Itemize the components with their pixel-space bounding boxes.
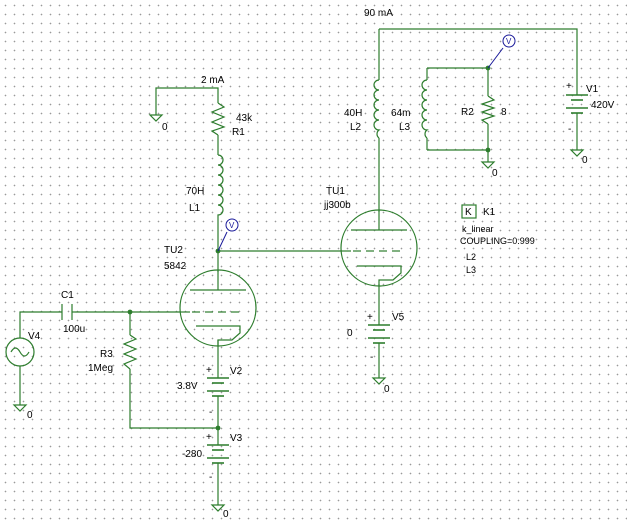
resistor-r2[interactable] [480,95,496,125]
v5-ref: V5 [392,312,405,323]
probe-v-label: V [506,37,512,46]
wires [19,28,578,505]
battery-v5[interactable] [368,324,390,350]
wire-top-supply [379,28,578,95]
r2-value: 8 [501,107,507,118]
wire-secondary-bottom [427,124,489,151]
resistor-r1[interactable] [210,102,226,136]
v5-value: 0 [347,328,353,339]
k1-inductor-2: L3 [466,265,476,275]
voltage-probe-output[interactable]: V [487,34,516,69]
ground-icon [210,504,226,512]
inductor-l3[interactable] [421,79,429,139]
l3-value: 64m [391,108,410,119]
ground-icon [12,404,28,412]
v2-minus: - [209,407,212,418]
tu2-ref: TU2 [164,245,183,256]
junction-dot [485,147,491,153]
v1-ref: V1 [586,84,599,95]
wire-r3-bottom [129,369,218,429]
r1-value: 43k [236,113,253,124]
current-label-tu1: 90 mA [364,8,393,19]
battery-v2[interactable] [207,377,229,406]
v1-value: 420V [591,100,615,111]
k1-coupling: COUPLING=0.999 [460,236,535,246]
wire-input [19,311,62,338]
v5-minus: - [370,352,373,363]
v3-value: -280 [182,449,202,460]
inductor-l2[interactable] [373,79,381,139]
v3-ref: V3 [230,433,243,444]
coupling-k1[interactable]: K [461,204,477,219]
l1-value: 70H [186,186,204,197]
c1-ref: C1 [61,290,74,301]
ground-label: 0 [492,168,498,179]
v1-plus: + [566,81,572,92]
ground-symbols [12,114,585,512]
current-label-tu2: 2 mA [201,75,225,86]
junction-dot [127,309,133,315]
ground-label: 0 [223,509,229,520]
v2-value: 3.8V [177,381,198,392]
v1-minus: - [568,124,571,135]
v5-plus: + [367,312,373,323]
v4-ref: V4 [28,331,41,342]
tube-tu2[interactable] [179,269,257,347]
wire-r1-return [155,87,219,115]
r3-value: 1Meg [88,363,113,374]
tu1-model: jj300b [323,200,351,211]
ground-label: 0 [582,155,588,166]
capacitor-c1[interactable] [61,304,75,320]
battery-v3[interactable] [207,444,229,470]
r3-ref: R3 [100,349,113,360]
voltage-probe-interstage[interactable]: V [217,218,239,252]
l3-ref: L3 [399,122,411,133]
wire-secondary-top [427,67,489,96]
junction-dot [215,425,221,431]
tu2-model: 5842 [164,261,187,272]
v3-plus: + [206,432,212,443]
inductor-l1[interactable] [217,154,224,218]
l1-ref: L1 [189,203,201,214]
r2-ref: R2 [461,107,474,118]
ground-label: 0 [384,384,390,395]
v2-ref: V2 [230,366,243,377]
k1-ref: K1 [483,207,496,218]
v3-minus: - [209,472,212,483]
tube-tu1[interactable] [340,209,418,287]
resistor-r3[interactable] [122,334,138,370]
l2-value: 40H [344,108,362,119]
ground-label: 0 [27,410,33,421]
c1-value: 100u [63,324,85,335]
tu1-ref: TU1 [326,186,345,197]
ac-source-v4[interactable] [5,337,35,367]
battery-v1[interactable] [566,94,588,122]
r1-ref: R1 [232,127,245,138]
ground-icon [371,377,387,385]
k-box-icon [461,204,477,219]
l2-ref: L2 [350,122,362,133]
k1-model: k_linear [462,224,494,234]
k1-inductor-1: L2 [466,252,476,262]
ground-icon [480,161,496,169]
k-symbol: K [465,207,472,218]
ground-icon [148,114,164,122]
ground-label: 0 [162,122,168,133]
v2-plus: + [206,365,212,376]
ground-icon [569,149,585,157]
probe-v-label: V [229,221,235,230]
